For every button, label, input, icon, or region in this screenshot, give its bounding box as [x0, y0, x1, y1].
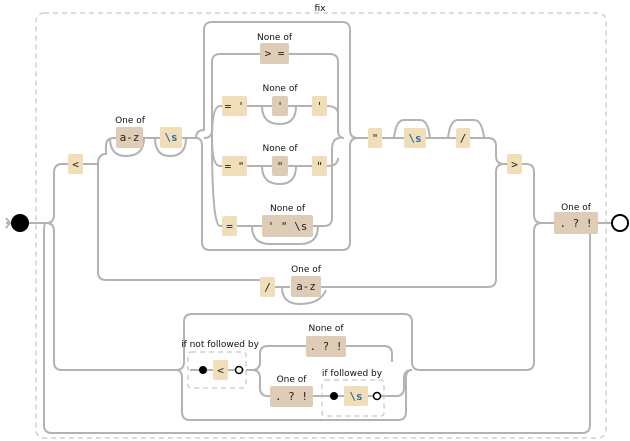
node-quotes-ws: ' " \s [262, 215, 313, 237]
label-one-of-punct-3: One of [561, 203, 592, 213]
label-if-followed-by: if followed by [322, 369, 383, 379]
node-eq-single-quote: = ' [222, 96, 247, 116]
lookahead-negative-start [199, 366, 207, 374]
end-marker [611, 214, 629, 232]
lookahead-negative-box [187, 351, 247, 389]
svg-text:/: / [264, 281, 271, 294]
lookahead-positive-start [330, 392, 338, 400]
label-one-of-az-2: One of [291, 265, 322, 275]
label-none-of-quotes-ws: None of [270, 204, 306, 214]
node-whitespace-1: \s [160, 127, 182, 148]
node-punct-2: . ? ! [270, 386, 313, 407]
svg-text:. ? !: . ? ! [559, 217, 592, 230]
group-label: fix [315, 4, 327, 14]
node-eq-double-quote: = " [222, 156, 247, 176]
svg-text:> =: > = [265, 47, 285, 60]
node-gt-eq: > = [260, 43, 289, 64]
svg-text:= ": = " [225, 160, 245, 173]
node-punct-3: . ? ! [554, 212, 598, 234]
label-none-of-punct: None of [308, 324, 344, 334]
svg-text:": " [277, 160, 284, 173]
start-marker [11, 214, 29, 232]
svg-text:\s: \s [349, 390, 362, 403]
svg-text:': ' [277, 100, 284, 113]
svg-text:>: > [511, 158, 518, 171]
lookahead-positive-box [321, 379, 385, 417]
node-single-quote-inner: ' [272, 96, 288, 116]
node-close-angle: > [507, 154, 522, 174]
label-none-of-single-quote: None of [262, 84, 298, 94]
svg-text:. ? !: . ? ! [309, 340, 342, 353]
node-open-angle: < [68, 154, 83, 174]
label-none-of-double-quote: None of [262, 144, 298, 154]
node-az-1: a-z [116, 127, 143, 148]
node-eq-plain: = [222, 216, 237, 236]
group-box [35, 12, 607, 439]
svg-text:' " \s: ' " \s [268, 220, 308, 233]
lookahead-negative-end [234, 365, 244, 375]
svg-text:a-z: a-z [120, 131, 140, 144]
svg-text:": " [372, 132, 379, 145]
node-double-quote-inner: " [272, 156, 288, 176]
svg-text:=: = [226, 220, 233, 233]
node-double-quote-close: " [312, 156, 327, 176]
svg-text:= ': = ' [225, 100, 245, 113]
node-az-2: a-z [291, 276, 321, 297]
node-slash-1: / [456, 128, 470, 148]
node-whitespace-2: \s [404, 128, 426, 148]
svg-text:': ' [316, 100, 323, 113]
label-one-of-punct-2: One of [277, 375, 308, 385]
label-one-of-az-1: One of [115, 116, 146, 126]
svg-text:. ? !: . ? ! [275, 390, 308, 403]
lookahead-positive-end [372, 391, 382, 401]
node-whitespace-3: \s [344, 386, 368, 406]
svg-text:\s: \s [164, 131, 177, 144]
svg-text:/: / [460, 132, 467, 145]
node-lt-inner: < [213, 360, 228, 380]
svg-text:a-z: a-z [296, 280, 316, 293]
svg-text:<: < [217, 364, 224, 377]
label-if-not-followed-by: if not followed by [181, 340, 259, 350]
node-double-quote-after: " [368, 128, 382, 148]
svg-text:\s: \s [408, 132, 421, 145]
node-punct-1: . ? ! [306, 336, 346, 357]
label-none-of-gt-eq: None of [257, 33, 293, 43]
node-slash-2: / [260, 277, 275, 297]
svg-text:": " [316, 160, 323, 173]
node-single-quote-close: ' [312, 96, 327, 116]
svg-text:<: < [72, 158, 79, 171]
